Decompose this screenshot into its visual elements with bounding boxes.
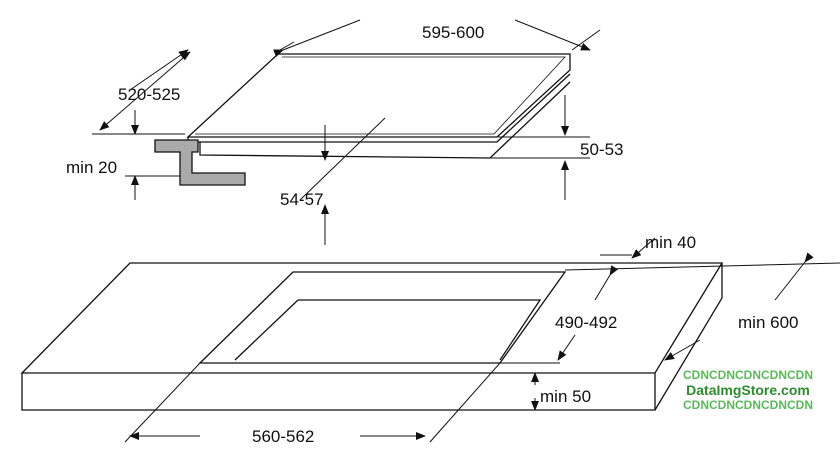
watermark: CDNCDNCDNCDNCDN DataImgStore.com CDNCDNC… xyxy=(668,368,828,413)
label-min-20: min 20 xyxy=(66,158,117,177)
label-min-40: min 40 xyxy=(645,233,696,252)
label-depth: 520-525 xyxy=(118,85,180,104)
label-width: 595-600 xyxy=(422,23,484,42)
label-worktop-depth: min 600 xyxy=(738,313,798,332)
label-min-50: min 50 xyxy=(540,387,591,406)
mounting-bracket xyxy=(154,139,246,186)
label-thickness: 50-53 xyxy=(580,140,623,159)
watermark-line3: CDNCDNCDNCDNCDN xyxy=(683,398,813,412)
worktop xyxy=(20,262,724,411)
label-depth-below: 54-57 xyxy=(280,190,323,209)
label-cutout-depth: 490-492 xyxy=(555,313,617,332)
watermark-line2: DataImgStore.com xyxy=(686,382,810,398)
label-cutout-width: 560-562 xyxy=(252,427,314,446)
cooktop xyxy=(186,53,571,159)
watermark-line1: CDNCDNCDNCDNCDN xyxy=(683,368,813,382)
